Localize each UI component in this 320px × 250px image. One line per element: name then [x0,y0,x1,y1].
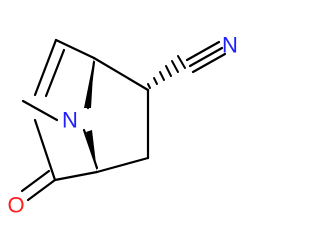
bond-c7-c1 [92,56,150,92]
structure-drawing: N N O [7,33,238,218]
atom-label-bridge-n: N [62,108,78,133]
bond-c3-c4 [33,118,57,182]
molecule-canvas: N N O [7,32,238,218]
atom-label-carbonyl-o: O [7,193,24,218]
bond-cn-3 [191,52,227,74]
bond-c4-o-double [20,169,51,193]
bond-c4-o [26,178,57,202]
bond-c2-c3 [33,38,58,97]
bond-c2-c3-double [44,48,66,98]
hashed-wedge-bond [147,55,186,89]
bold-wedge-bottom [86,130,97,172]
bond-methyl-n [21,99,59,122]
bond-cn-2 [185,40,221,62]
bond-cn-1 [188,46,224,68]
bond-c4-c5 [53,170,99,182]
bold-wedge-top [84,58,94,108]
bond-c1-c2 [54,38,96,60]
atom-label-nitrile-n: N [222,33,238,58]
bond-c5-c6 [95,156,150,174]
